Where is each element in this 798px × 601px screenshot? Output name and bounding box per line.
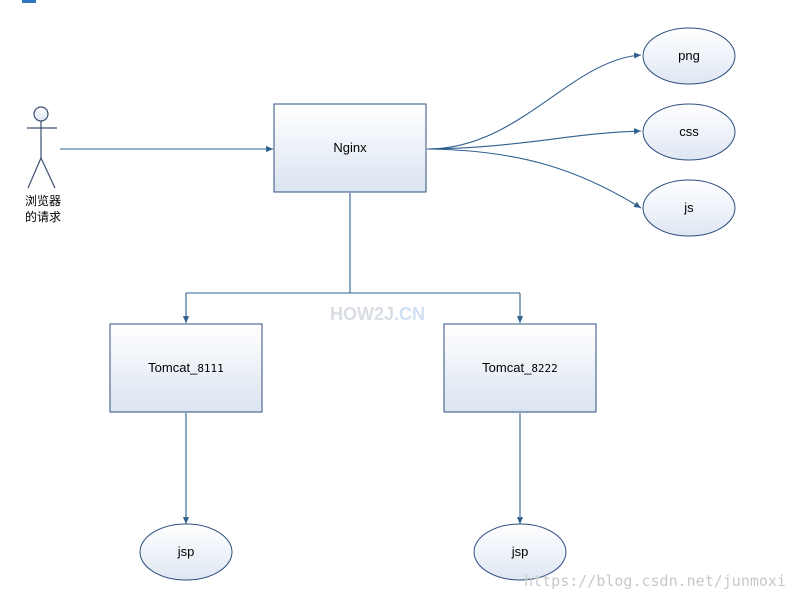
actor-label-line1: 浏览器 bbox=[25, 193, 61, 208]
png-node: png bbox=[642, 27, 736, 85]
tomcat-8111-label: Tomcat_8111 bbox=[148, 360, 224, 375]
nginx-to-js-curve bbox=[426, 148, 642, 209]
center-watermark: HOW2J.CN bbox=[330, 304, 425, 324]
js-node: js bbox=[642, 179, 736, 237]
user-actor: 浏览器 的请求 bbox=[25, 106, 61, 224]
nginx-label: Nginx bbox=[333, 140, 367, 155]
nginx-node: Nginx bbox=[273, 103, 427, 193]
tomcat-8111-node: Tomcat_8111 bbox=[109, 323, 263, 413]
jsp-b-label: jsp bbox=[511, 544, 529, 559]
center-watermark-a: HOW2J bbox=[330, 304, 394, 324]
tomcat-8111-port: 8111 bbox=[197, 362, 224, 375]
png-label: png bbox=[678, 48, 700, 63]
corner-accent-mark bbox=[22, 0, 36, 3]
css-label: css bbox=[679, 124, 699, 139]
stick-figure-icon bbox=[27, 106, 57, 189]
nginx-to-png-curve bbox=[426, 52, 642, 150]
jsp-a-label: jsp bbox=[177, 544, 195, 559]
tomcat-8222-port: 8222 bbox=[531, 362, 558, 375]
center-watermark-b: .CN bbox=[394, 304, 425, 324]
nginx-to-css-curve bbox=[426, 128, 642, 150]
tomcat-8222-label: Tomcat_8222 bbox=[482, 360, 558, 375]
corner-watermark: https://blog.csdn.net/junmoxi bbox=[524, 572, 786, 590]
connectors bbox=[60, 52, 642, 524]
tomcat-8222-name: Tomcat_ bbox=[482, 360, 532, 375]
actor-label-line2: 的请求 bbox=[25, 209, 61, 224]
jsp-node-a: jsp bbox=[139, 523, 233, 581]
tomcat-8222-node: Tomcat_8222 bbox=[443, 323, 597, 413]
css-node: css bbox=[642, 103, 736, 161]
tomcat-8111-name: Tomcat_ bbox=[148, 360, 198, 375]
jsp-node-b: jsp bbox=[473, 523, 567, 581]
js-label: js bbox=[683, 200, 694, 215]
